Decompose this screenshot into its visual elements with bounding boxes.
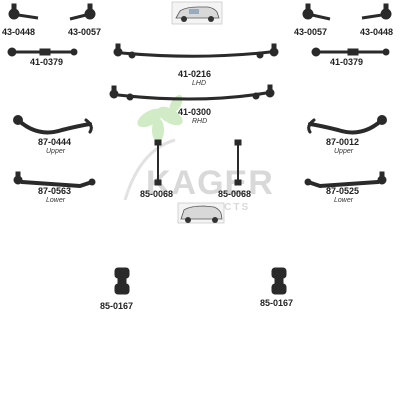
part-code-p12: 87-0525 <box>326 186 360 196</box>
part-code-p7: 41-0216 <box>178 69 212 79</box>
bushing-icon <box>114 267 130 295</box>
control-arm-icon <box>304 171 387 189</box>
part-code-p14: 85-0068 <box>218 189 252 199</box>
part-code-p15: 85-0167 <box>100 301 134 311</box>
part-code-p10: 87-0012 <box>326 137 360 147</box>
tie-rod-icon <box>311 47 390 57</box>
tie-rod-end-icon <box>8 3 39 20</box>
tie-rod-icon <box>7 47 78 57</box>
part-note-p11: Lower <box>46 197 66 204</box>
tie-rod-end-icon <box>361 3 392 20</box>
drag-link-icon <box>113 43 279 59</box>
stabilizer-link-icon <box>154 139 162 186</box>
part-note-p7: LHD <box>192 80 207 87</box>
part-note-p8: RHD <box>192 118 208 125</box>
part-code-p11: 87-0563 <box>38 186 72 196</box>
tie-rod-end-icon <box>302 3 331 21</box>
control-arm-icon <box>13 171 96 189</box>
swoosh-shape <box>123 138 176 201</box>
part-code-p3: 43-0057 <box>294 27 328 37</box>
car-van-icon <box>177 202 225 224</box>
watermark-brand: KAGER <box>146 164 274 202</box>
part-code-p2: 43-0057 <box>68 27 102 37</box>
part-code-p13: 85-0068 <box>140 189 174 199</box>
part-code-p9: 87-0444 <box>38 137 72 147</box>
drag-link-icon <box>109 84 275 101</box>
part-code-p1: 43-0448 <box>2 27 36 37</box>
tie-rod-end-icon <box>69 3 96 21</box>
part-code-p4: 43-0448 <box>360 27 394 37</box>
part-code-p5: 41-0379 <box>30 57 64 67</box>
control-arm-icon <box>307 115 387 135</box>
bushing-icon <box>271 267 287 295</box>
control-arm-icon <box>13 115 93 135</box>
car-sedan-icon <box>171 1 223 25</box>
part-code-p6: 41-0379 <box>330 57 364 67</box>
part-note-p10: Upper <box>334 148 354 155</box>
stabilizer-link-icon <box>234 139 242 186</box>
part-code-p16: 85-0167 <box>260 298 294 308</box>
part-note-p12: Lower <box>334 197 354 204</box>
part-note-p9: Upper <box>46 148 66 155</box>
part-code-p8: 41-0300 <box>178 107 212 117</box>
